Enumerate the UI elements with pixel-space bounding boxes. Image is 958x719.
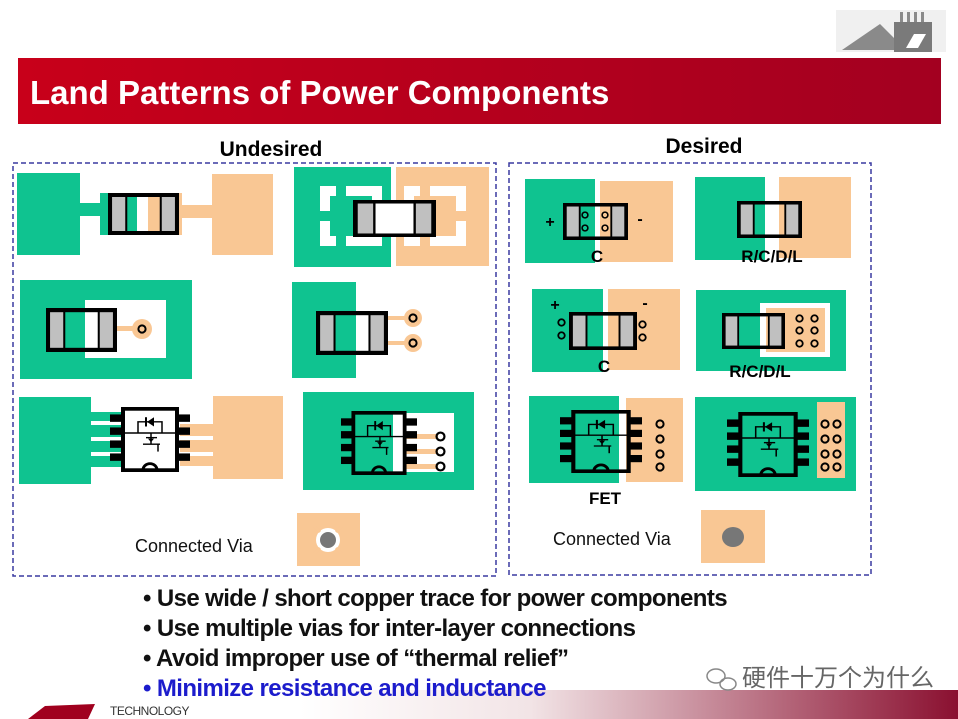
desired-panel — [508, 162, 872, 576]
slide-title: Land Patterns of Power Components — [30, 74, 609, 111]
bullet-item: • Use wide / short copper trace for powe… — [143, 585, 728, 612]
fet-label: FET — [589, 489, 622, 508]
bullet-list: • Use wide / short copper trace for powe… — [143, 584, 728, 704]
c-label: C — [591, 247, 603, 266]
thermal-relief-via-icon — [297, 513, 360, 566]
undesired-fet-vias — [303, 392, 474, 490]
watermark-text: 硬件十万个为什么 — [742, 664, 934, 692]
chip-component — [737, 201, 802, 238]
desired-heading: Desired — [665, 135, 742, 158]
footer-logo — [28, 704, 95, 719]
desired-cap-internal-vias: + - C — [525, 179, 673, 266]
minus-label: - — [637, 211, 642, 228]
plus-label: + — [550, 297, 559, 314]
company-name: TECHNOLOGY — [110, 704, 190, 718]
undesired-single-via-chip — [20, 280, 192, 379]
undesired-narrow-trace-chip — [17, 173, 273, 255]
plus-label: + — [545, 214, 554, 231]
title-bar — [18, 58, 941, 124]
undesired-panel — [12, 162, 497, 577]
bullet-item: • Use multiple vias for inter-layer conn… — [143, 615, 636, 642]
undesired-two-via-chip — [292, 282, 422, 378]
desired-fet-single-row-vias: FET — [529, 396, 683, 508]
undesired-thermal-relief-chip — [294, 167, 489, 267]
footer-bar — [300, 690, 958, 719]
desired-via-label: Connected Via — [553, 529, 672, 549]
rcdl-label: R/C/D/L — [741, 247, 802, 266]
desired-rcdl-via-array: R/C/D/L — [696, 290, 846, 381]
undesired-via-label: Connected Via — [135, 536, 254, 556]
desired-rcdl-wide-pads: R/C/D/L — [695, 177, 851, 266]
company-logo — [836, 10, 946, 52]
bullet-item-highlighted: • Minimize resistance and inductance — [143, 675, 547, 702]
wechat-icon — [706, 668, 737, 691]
undesired-heading: Undesired — [220, 138, 323, 161]
solid-via-icon — [701, 510, 765, 563]
undesired-fet-narrow-traces — [19, 396, 283, 484]
fet-ic-component — [110, 407, 190, 472]
rcdl-label: R/C/D/L — [729, 362, 790, 381]
desired-cap-side-vias: + - C — [532, 289, 680, 376]
c-label: C — [598, 357, 610, 376]
desired-fet-via-array — [695, 397, 856, 491]
bullet-item: • Avoid improper use of “thermal relief” — [143, 645, 569, 672]
minus-label: - — [642, 295, 647, 312]
